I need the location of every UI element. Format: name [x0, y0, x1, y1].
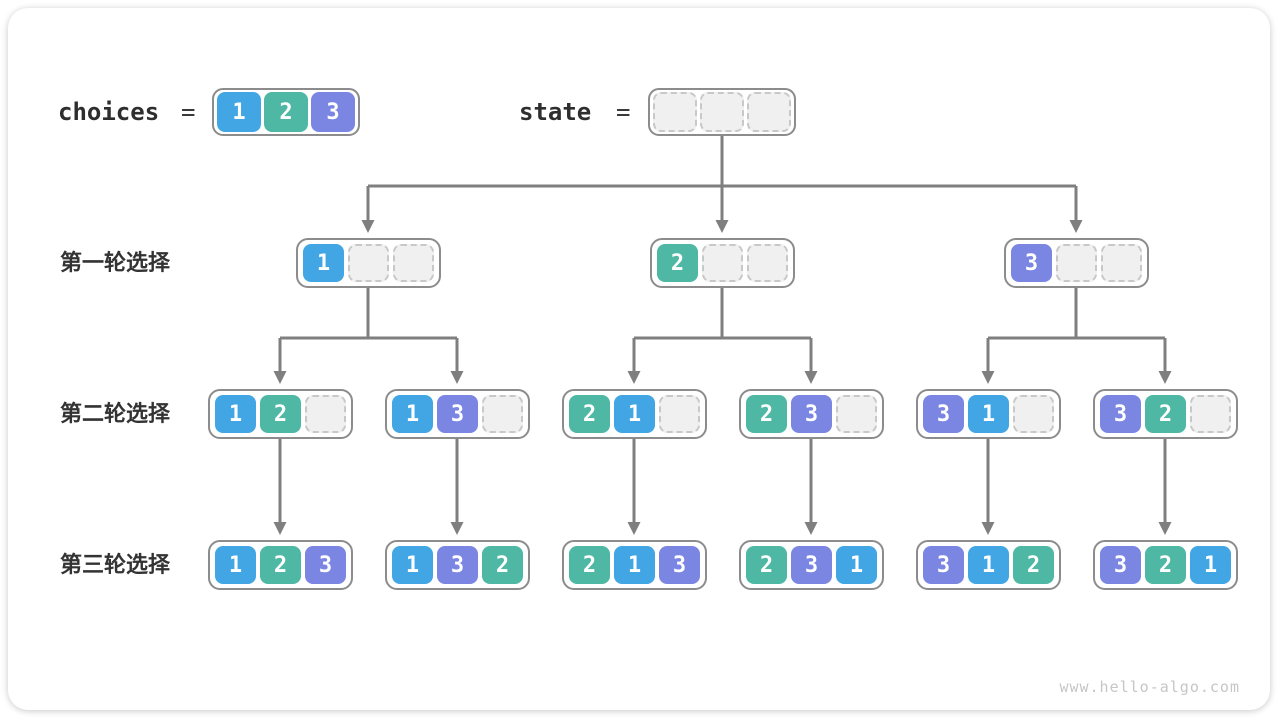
empty-slot: [1056, 244, 1097, 282]
empty-slot: [348, 244, 389, 282]
value-cell: 3: [1011, 244, 1052, 282]
value-cell: 3: [1100, 546, 1141, 584]
value-cell: 2: [746, 395, 787, 433]
value-cell: 3: [437, 546, 478, 584]
state-node-3: 3: [1004, 238, 1149, 288]
empty-slot: [836, 395, 877, 433]
empty-slot: [702, 244, 743, 282]
value-cell: 1: [614, 395, 655, 433]
state-node-2: 2: [650, 238, 795, 288]
value-cell: 3: [437, 395, 478, 433]
round-2-label: 第二轮选择: [60, 401, 171, 426]
value-cell: 2: [264, 92, 308, 132]
empty-slot: [482, 395, 523, 433]
value-cell: 1: [968, 395, 1009, 433]
value-cell: 1: [303, 244, 344, 282]
watermark: www.hello-algo.com: [1059, 678, 1240, 696]
value-cell: 1: [215, 395, 256, 433]
empty-slot: [1013, 395, 1054, 433]
value-cell: 3: [923, 546, 964, 584]
state-label: state: [519, 98, 592, 126]
value-cell: 1: [217, 92, 261, 132]
empty-slot: [700, 92, 744, 132]
value-cell: 3: [311, 92, 355, 132]
empty-slot: [659, 395, 700, 433]
value-cell: 3: [659, 546, 700, 584]
value-cell: 2: [569, 395, 610, 433]
value-cell: 3: [1100, 395, 1141, 433]
state-equals-sign: =: [616, 98, 631, 126]
empty-slot: [747, 244, 788, 282]
empty-slot: [1190, 395, 1231, 433]
empty-slot: [747, 92, 791, 132]
choices-equals-sign: =: [181, 98, 196, 126]
value-cell: 3: [305, 546, 346, 584]
value-cell: 2: [260, 395, 301, 433]
value-cell: 1: [1190, 546, 1231, 584]
value-cell: 1: [215, 546, 256, 584]
value-cell: 2: [746, 546, 787, 584]
value-cell: 2: [1013, 546, 1054, 584]
value-cell: 2: [1145, 395, 1186, 433]
value-cell: 2: [482, 546, 523, 584]
value-cell: 1: [392, 546, 433, 584]
choices-label: choices: [58, 98, 160, 126]
card-background: [8, 8, 1270, 710]
value-cell: 1: [392, 395, 433, 433]
value-cell: 2: [260, 546, 301, 584]
empty-slot: [305, 395, 346, 433]
state-node-1: 1: [296, 238, 441, 288]
empty-slot: [1101, 244, 1142, 282]
round-1-label: 第一轮选择: [60, 250, 171, 275]
value-cell: 3: [923, 395, 964, 433]
value-cell: 2: [1145, 546, 1186, 584]
round-3-label: 第三轮选择: [60, 552, 171, 577]
value-cell: 3: [791, 395, 832, 433]
value-cell: 1: [614, 546, 655, 584]
value-cell: 1: [968, 546, 1009, 584]
value-cell: 3: [791, 546, 832, 584]
empty-slot: [393, 244, 434, 282]
value-cell: 1: [836, 546, 877, 584]
value-cell: 2: [569, 546, 610, 584]
value-cell: 2: [657, 244, 698, 282]
state-array: [648, 88, 796, 136]
empty-slot: [653, 92, 697, 132]
